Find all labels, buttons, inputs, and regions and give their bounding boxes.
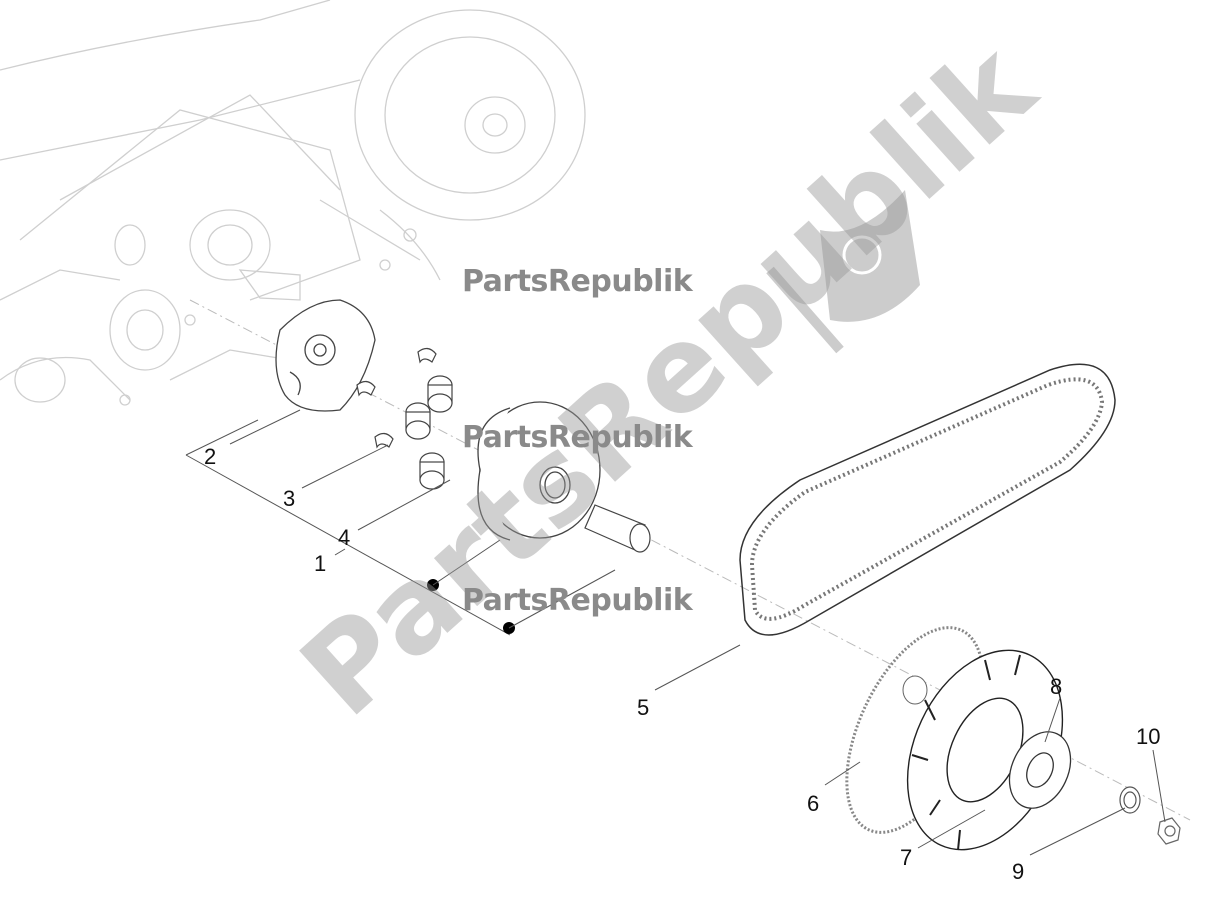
callout-9: 9: [1012, 859, 1025, 884]
watermark-flag-icon: [766, 190, 920, 354]
watermark-brand: PartsRepublik: [462, 583, 693, 618]
callout-6: 6: [807, 791, 820, 816]
part-4-rollers: [405, 375, 453, 490]
part-1-variator: [477, 401, 601, 541]
callout-5: 5: [637, 695, 650, 720]
engine-casing-faded: [0, 0, 586, 406]
callout-10: 10: [1136, 724, 1161, 749]
part-10-nut: [1157, 817, 1181, 845]
part-3-sliders: [356, 347, 437, 449]
watermark-brand: PartsRepublik: [462, 264, 693, 299]
watermark-brand: PartsRepublik: [462, 420, 693, 455]
part-9-washer: [1119, 786, 1141, 814]
callout-8: 8: [1050, 674, 1063, 699]
part-8-plate: [1008, 731, 1072, 809]
callout-1: 1: [314, 551, 327, 576]
bushing: [584, 504, 651, 553]
callout-3: 3: [283, 486, 296, 511]
callout-7: 7: [900, 845, 913, 870]
part-6-hub: [902, 675, 928, 705]
callout-2: 2: [204, 444, 217, 469]
part-5-belt: [739, 363, 1116, 636]
callout-4: 4: [338, 525, 351, 550]
part-2-ramp-plate: [275, 299, 376, 412]
gear-icon: [842, 235, 882, 275]
leader-lines: [185, 409, 1166, 856]
